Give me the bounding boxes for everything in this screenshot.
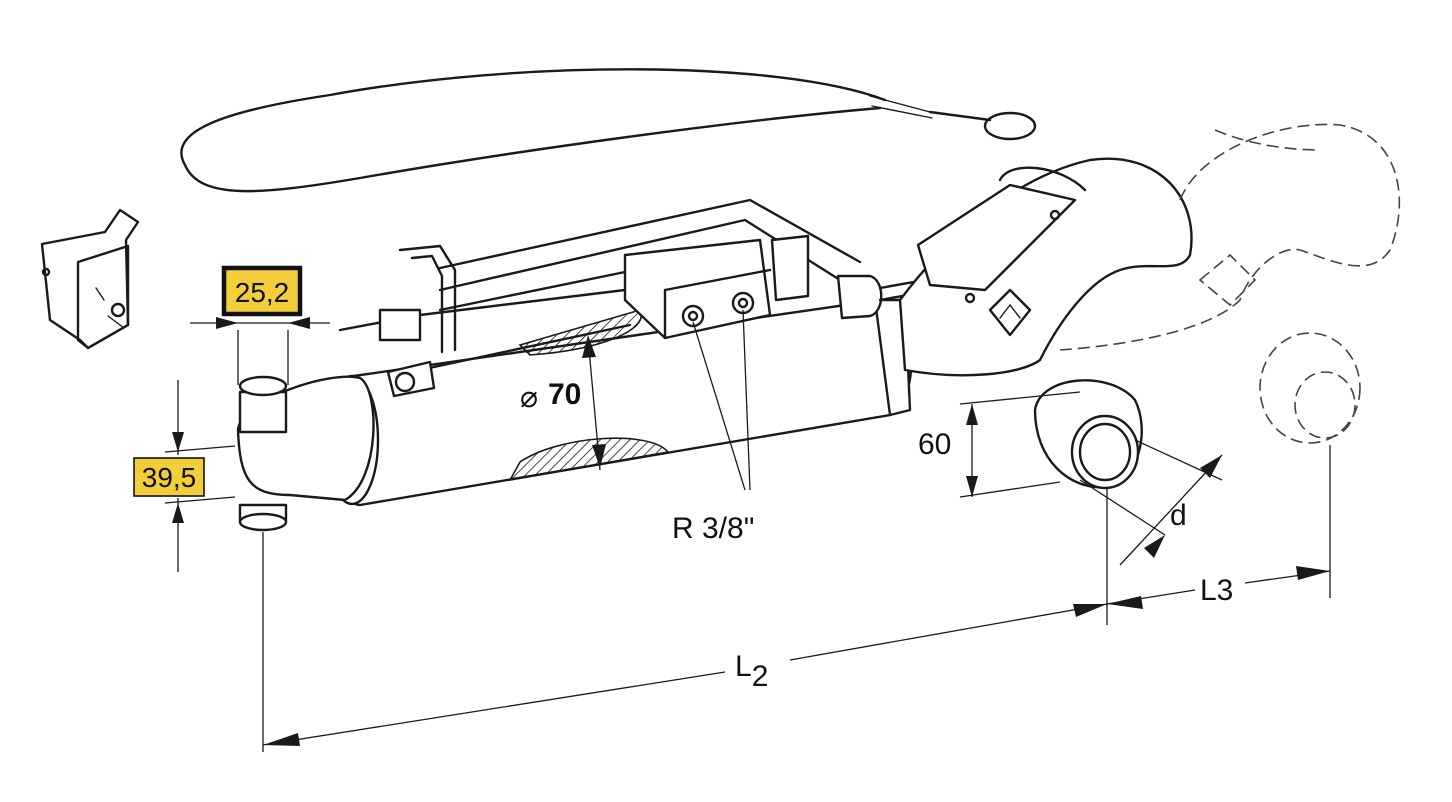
dimension-pin-diameter [190, 317, 330, 385]
dimension-cylinder-diameter [582, 335, 606, 471]
valve-block [623, 234, 883, 340]
dimension-length-l2 [262, 487, 1108, 752]
pin-diameter-text: 25,2 [235, 277, 290, 308]
dimension-length-l3 [1106, 445, 1331, 609]
retaining-clip [40, 208, 140, 350]
length-l2-label: L2 [735, 650, 768, 693]
ball-width-text: 39,5 [142, 462, 197, 493]
hook-end [878, 157, 1193, 377]
hook-alternate-outline [1059, 123, 1401, 444]
length-l2-sub: 2 [752, 660, 769, 693]
dimension-ball-height [959, 391, 1081, 498]
label-pin-diameter: 25,2 [221, 265, 303, 317]
cylinder-diameter-text: 70 [548, 378, 581, 411]
port-thread-text: R 3/8" [672, 512, 754, 545]
dimension-ball-width [164, 380, 236, 572]
hook-opening-text: d [1170, 499, 1187, 532]
length-l3-text: L3 [1200, 574, 1233, 607]
ball-height-text: 60 [918, 428, 951, 461]
label-ball-width: 39,5 [133, 457, 205, 497]
dimension-hook-opening [1079, 439, 1223, 566]
cylinder-diameter-symbol: ⌀ [520, 381, 538, 414]
port-thread-leaders [692, 309, 751, 491]
ball-sleeve [1033, 379, 1143, 490]
safety-cable [180, 68, 1037, 193]
length-l2-main: L [735, 650, 752, 683]
rod-eye-ball-end [236, 375, 375, 532]
